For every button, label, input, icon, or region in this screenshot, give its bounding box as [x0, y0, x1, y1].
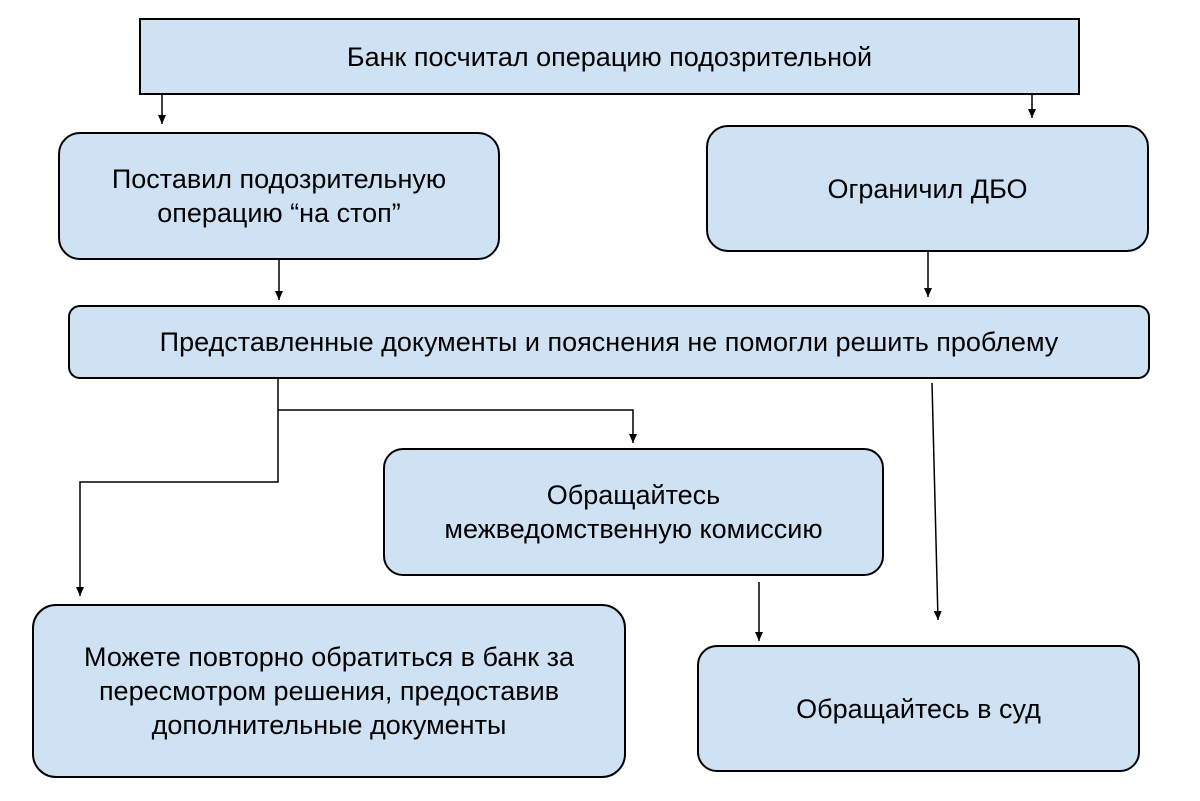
node-label: Банк посчитал операцию подозрительной: [346, 41, 873, 72]
node-interagency-commission: Обращайтесь межведомственную комиссию: [383, 448, 884, 576]
node-label: Обращайтесь в суд: [796, 693, 1041, 724]
node-label: Поставил подозрительную операцию “на сто…: [111, 164, 447, 228]
node-label: Можете повторно обратиться в банк за пер…: [84, 642, 574, 740]
node-label: Представленные документы и пояснения не …: [159, 327, 1059, 357]
edge-n4-n6: [76, 410, 279, 596]
node-bank-suspicious: Банк посчитал операцию подозрительной: [139, 18, 1080, 95]
node-label: Ограничил ДБО: [827, 173, 1028, 204]
node-reapply-bank: Можете повторно обратиться в банк за пер…: [32, 604, 626, 778]
edge-n4-n5: [277, 379, 637, 443]
node-label: Обращайтесь межведомственную комиссию: [444, 480, 823, 544]
node-go-to-court: Обращайтесь в суд: [697, 645, 1140, 772]
node-dbo-restricted: Ограничил ДБО: [706, 125, 1149, 252]
node-operation-stopped: Поставил подозрительную операцию “на сто…: [58, 132, 500, 260]
node-documents-not-helped: Представленные документы и пояснения не …: [68, 305, 1150, 379]
edge-n4-n7: [931, 382, 942, 621]
